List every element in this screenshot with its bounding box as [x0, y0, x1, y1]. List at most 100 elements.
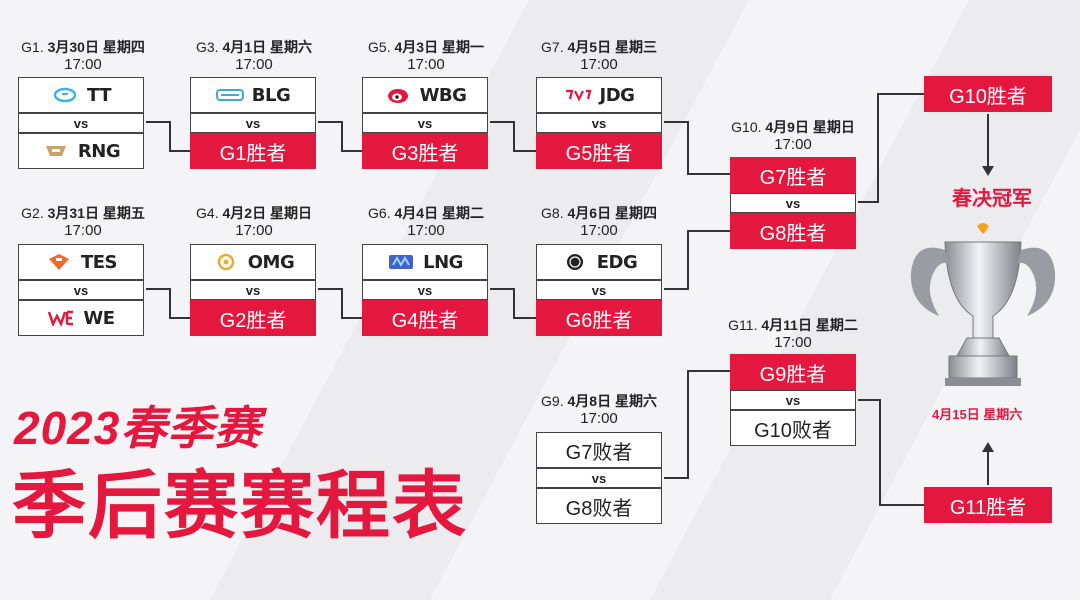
game-date: 4月5日 星期三: [567, 39, 657, 55]
vs-label: vs: [536, 468, 662, 488]
team-name: OMG: [247, 251, 295, 273]
game-label: G8.: [541, 205, 564, 221]
slot-g1-winner[interactable]: G1胜者: [190, 133, 316, 169]
trophy-icon: [910, 223, 1056, 386]
bracket-lines: [146, 93, 994, 506]
game-date: 4月2日 星期日: [222, 205, 312, 221]
game-info-g6: G6. 4月4日 星期二 17:00: [351, 204, 501, 240]
slot-g9-winner[interactable]: G9胜者: [730, 354, 856, 390]
page-title: 季后赛赛程表: [12, 464, 468, 547]
team-slot-edg[interactable]: EDG: [536, 244, 662, 280]
vs-label: vs: [362, 113, 488, 133]
game-label: G11.: [728, 317, 758, 333]
game-date: 3月30日 星期四: [47, 39, 145, 55]
slot-g2-winner[interactable]: G2胜者: [190, 300, 316, 336]
game-time: 17:00: [774, 136, 812, 153]
game-label: G1.: [21, 39, 44, 55]
slot-g11-winner[interactable]: G11胜者: [924, 487, 1052, 523]
slot-g4-winner[interactable]: G4胜者: [362, 300, 488, 336]
game-label: G6.: [368, 205, 391, 221]
game-info-g10: G10. 4月9日 星期日 17:00: [718, 118, 868, 154]
vs-label: vs: [18, 113, 144, 133]
game-label: G3.: [196, 39, 219, 55]
slot-g10-winner[interactable]: G10胜者: [924, 76, 1052, 112]
team-slot-tt[interactable]: TT: [18, 77, 144, 113]
slot-g7-winner[interactable]: G7胜者: [730, 157, 856, 193]
game-label: G5.: [368, 39, 391, 55]
game-info-g8: G8. 4月6日 星期四 17:00: [524, 204, 674, 240]
game-date: 4月6日 星期四: [567, 205, 657, 221]
game-label: G4.: [196, 205, 219, 221]
wbg-logo-icon: [384, 86, 412, 104]
final-date: 4月15日 星期六: [932, 407, 1023, 422]
vs-label: vs: [730, 390, 856, 410]
game-date: 4月9日 星期日: [765, 119, 855, 135]
team-name: JDG: [599, 84, 635, 106]
game-date: 4月11日 星期二: [761, 317, 858, 333]
game-time: 17:00: [580, 56, 618, 73]
team-slot-we[interactable]: WE: [18, 300, 144, 336]
slot-g10-loser[interactable]: G10败者: [730, 410, 856, 446]
team-slot-tes[interactable]: TES: [18, 244, 144, 280]
game-time: 17:00: [407, 222, 445, 239]
game-info-g3: G3. 4月1日 星期六 17:00: [179, 38, 329, 74]
slot-g8-loser[interactable]: G8败者: [536, 488, 662, 524]
game-time: 17:00: [235, 222, 273, 239]
game-time: 17:00: [774, 334, 812, 351]
team-name: WE: [83, 307, 115, 329]
team-name: RNG: [77, 140, 121, 162]
game-time: 17:00: [580, 410, 618, 427]
game-label: G2.: [21, 205, 44, 221]
team-name: EDG: [596, 251, 638, 273]
game-time: 17:00: [407, 56, 445, 73]
game-date: 4月1日 星期六: [222, 39, 312, 55]
game-time: 17:00: [235, 56, 273, 73]
omg-logo-icon: [212, 253, 240, 271]
tes-logo-icon: [45, 253, 73, 271]
slot-g3-winner[interactable]: G3胜者: [362, 133, 488, 169]
vs-label: vs: [730, 193, 856, 213]
final-title: 春决冠军: [952, 188, 1032, 210]
vs-label: vs: [190, 113, 316, 133]
vs-label: vs: [18, 280, 144, 300]
game-time: 17:00: [580, 222, 618, 239]
team-name: WBG: [419, 84, 467, 106]
title-year: 2023春季赛: [14, 402, 262, 454]
jdg-logo-icon: [564, 86, 592, 104]
tt-logo-icon: [51, 86, 79, 104]
team-slot-omg[interactable]: OMG: [190, 244, 316, 280]
vs-label: vs: [536, 280, 662, 300]
game-label: G7.: [541, 39, 564, 55]
game-info-g2: G2. 3月31日 星期五 17:00: [8, 204, 158, 240]
game-label: G9.: [541, 393, 564, 409]
lng-logo-icon: [387, 253, 415, 271]
game-info-g4: G4. 4月2日 星期日 17:00: [179, 204, 329, 240]
game-info-g9: G9. 4月8日 星期六 17:00: [524, 392, 674, 428]
slot-g7-loser[interactable]: G7败者: [536, 432, 662, 468]
game-time: 17:00: [64, 222, 102, 239]
team-slot-jdg[interactable]: JDG: [536, 77, 662, 113]
team-slot-lng[interactable]: LNG: [362, 244, 488, 280]
slot-g8-winner[interactable]: G8胜者: [730, 213, 856, 249]
game-date: 4月8日 星期六: [567, 393, 657, 409]
team-slot-wbg[interactable]: WBG: [362, 77, 488, 113]
blg-logo-icon: [215, 86, 244, 104]
team-name: TES: [80, 251, 118, 273]
vs-label: vs: [536, 113, 662, 133]
team-slot-rng[interactable]: RNG: [18, 133, 144, 169]
game-info-g5: G5. 4月3日 星期一 17:00: [351, 38, 501, 74]
rng-logo-icon: [42, 142, 70, 160]
team-name: TT: [87, 84, 111, 106]
game-time: 17:00: [64, 56, 102, 73]
we-logo-icon: [47, 309, 75, 327]
slot-g5-winner[interactable]: G5胜者: [536, 133, 662, 169]
game-info-g1: G1. 3月30日 星期四 17:00: [8, 38, 158, 74]
game-date: 4月4日 星期二: [394, 205, 484, 221]
edg-logo-icon: [561, 253, 589, 271]
team-slot-blg[interactable]: BLG: [190, 77, 316, 113]
team-name: LNG: [423, 251, 463, 273]
game-date: 4月3日 星期一: [394, 39, 484, 55]
vs-label: vs: [190, 280, 316, 300]
game-info-g7: G7. 4月5日 星期三 17:00: [524, 38, 674, 74]
slot-g6-winner[interactable]: G6胜者: [536, 300, 662, 336]
